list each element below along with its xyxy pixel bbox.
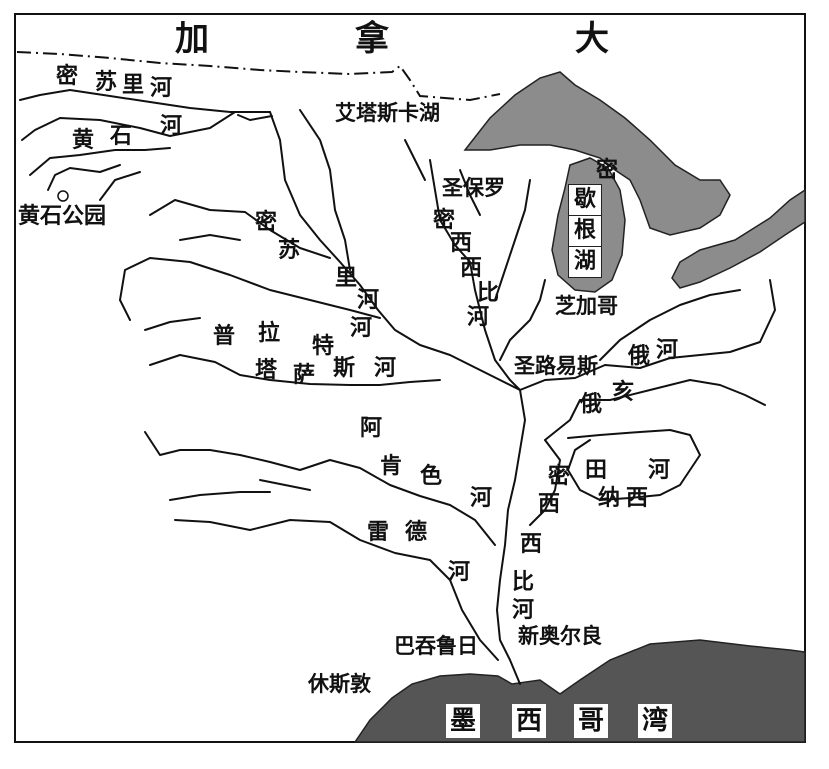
mississippi-lower-label-3: 西	[520, 532, 543, 557]
yellowstone-label-1: 黄	[72, 128, 95, 153]
platte-label-1: 普	[213, 324, 236, 349]
city-st-paul-label: 圣保罗	[442, 176, 505, 200]
missouri-main-label-3: 里	[335, 266, 358, 291]
gulf-label-2: 西	[512, 704, 546, 738]
red-river-label-1: 雷	[367, 520, 390, 545]
kansas-river	[149, 354, 441, 386]
mississippi-lower-label-2: 西	[538, 492, 561, 517]
red-river-label-2: 德	[405, 520, 428, 545]
arkansas-label-4: 河	[470, 486, 493, 511]
mississippi-upper-label-3: 西	[460, 256, 483, 281]
kansas-label-3: 斯	[333, 356, 356, 381]
arkansas-label-1: 阿	[360, 416, 383, 441]
lake-michigan-label-4: 湖	[568, 246, 602, 278]
missouri-river-upper	[19, 89, 271, 113]
ohio-label-1: 俄	[628, 344, 651, 369]
mississippi-lower-label-5: 河	[512, 598, 535, 623]
red-river-label-3: 河	[448, 560, 471, 585]
tennessee-label-1: 田	[585, 458, 608, 483]
river-network	[19, 89, 776, 685]
lake-athabasca-label: 艾塔斯卡湖	[335, 101, 440, 125]
city-baton-rouge-label: 巴吞鲁日	[394, 634, 478, 658]
mississippi-upper-label-2: 西	[450, 231, 473, 256]
ohio-sub-label-1: 俄	[580, 392, 603, 417]
tennessee-river	[567, 429, 701, 501]
tennessee-label-2: 纳	[598, 486, 621, 511]
platte-label-2: 拉	[258, 321, 281, 346]
arkansas-label-3: 色	[420, 464, 443, 489]
missouri-main-label-5: 河	[350, 316, 373, 341]
city-houston-label: 休斯敦	[308, 672, 371, 696]
missouri-north-label-1: 密	[56, 64, 79, 89]
tennessee-label-4: 河	[648, 458, 671, 483]
missouri-river-main	[269, 111, 521, 391]
mississippi-upper-label-5: 河	[467, 305, 490, 330]
mississippi-river-lower	[496, 389, 526, 685]
ohio-river	[519, 279, 776, 391]
yellowstone-park-label: 黄石公园	[18, 204, 107, 229]
yellowstone-label-2: 石	[110, 124, 133, 149]
mississippi-river-upper	[429, 159, 521, 391]
missouri-north-label-2: 苏	[95, 70, 118, 95]
country-label-da: 大	[575, 19, 611, 59]
map-frame	[14, 13, 806, 743]
mississippi-upper-label-4: 比	[477, 281, 500, 306]
lake-michigan-label-1: 密	[596, 158, 619, 183]
lake-superior	[463, 71, 731, 236]
platte-river	[119, 257, 381, 319]
mississippi-lower-label-4: 比	[512, 570, 535, 595]
kansas-label-1: 塔	[255, 358, 278, 383]
ohio-sub-label-2: 亥	[612, 380, 635, 405]
city-chicago-label: 芝加哥	[555, 294, 618, 318]
missouri-main-label-2: 苏	[278, 238, 301, 263]
red-river	[174, 519, 499, 661]
kansas-label-4: 河	[374, 356, 397, 381]
ohio-label-2: 河	[656, 338, 679, 363]
missouri-north-label-4: 河	[150, 76, 173, 101]
missouri-north-label-3: 里	[122, 73, 145, 98]
tennessee-label-3: 西	[626, 486, 649, 511]
yellowstone-label-3: 河	[160, 114, 183, 139]
city-st-louis-label: 圣路易斯	[514, 354, 598, 378]
gulf-label-3: 哥	[574, 704, 608, 738]
gulf-label-4: 湾	[638, 704, 672, 738]
yellowstone-branch	[29, 147, 171, 176]
lake-michigan-label-2: 歇	[568, 184, 602, 216]
platte-label-3: 特	[312, 334, 335, 359]
mississippi-upper-label-1: 密	[433, 208, 456, 233]
gulf-label-1: 墨	[446, 704, 480, 738]
yellowstone-park-marker	[57, 190, 69, 202]
yellowstone-river	[21, 111, 236, 141]
missouri-main-label-1: 密	[255, 210, 278, 235]
arkansas-label-2: 肯	[380, 454, 403, 479]
missouri-main-label-4: 河	[357, 288, 380, 313]
lake-michigan-label-3: 根	[568, 215, 602, 247]
country-label-na: 拿	[355, 19, 391, 59]
kansas-label-2: 萨	[293, 363, 316, 388]
country-label-jia: 加	[175, 19, 211, 59]
lake-huron-erie	[671, 188, 806, 289]
arkansas-river	[144, 431, 496, 546]
mississippi-lower-label-1: 密	[548, 464, 571, 489]
city-new-orleans-label: 新奥尔良	[518, 624, 602, 648]
canada-border	[16, 51, 501, 102]
